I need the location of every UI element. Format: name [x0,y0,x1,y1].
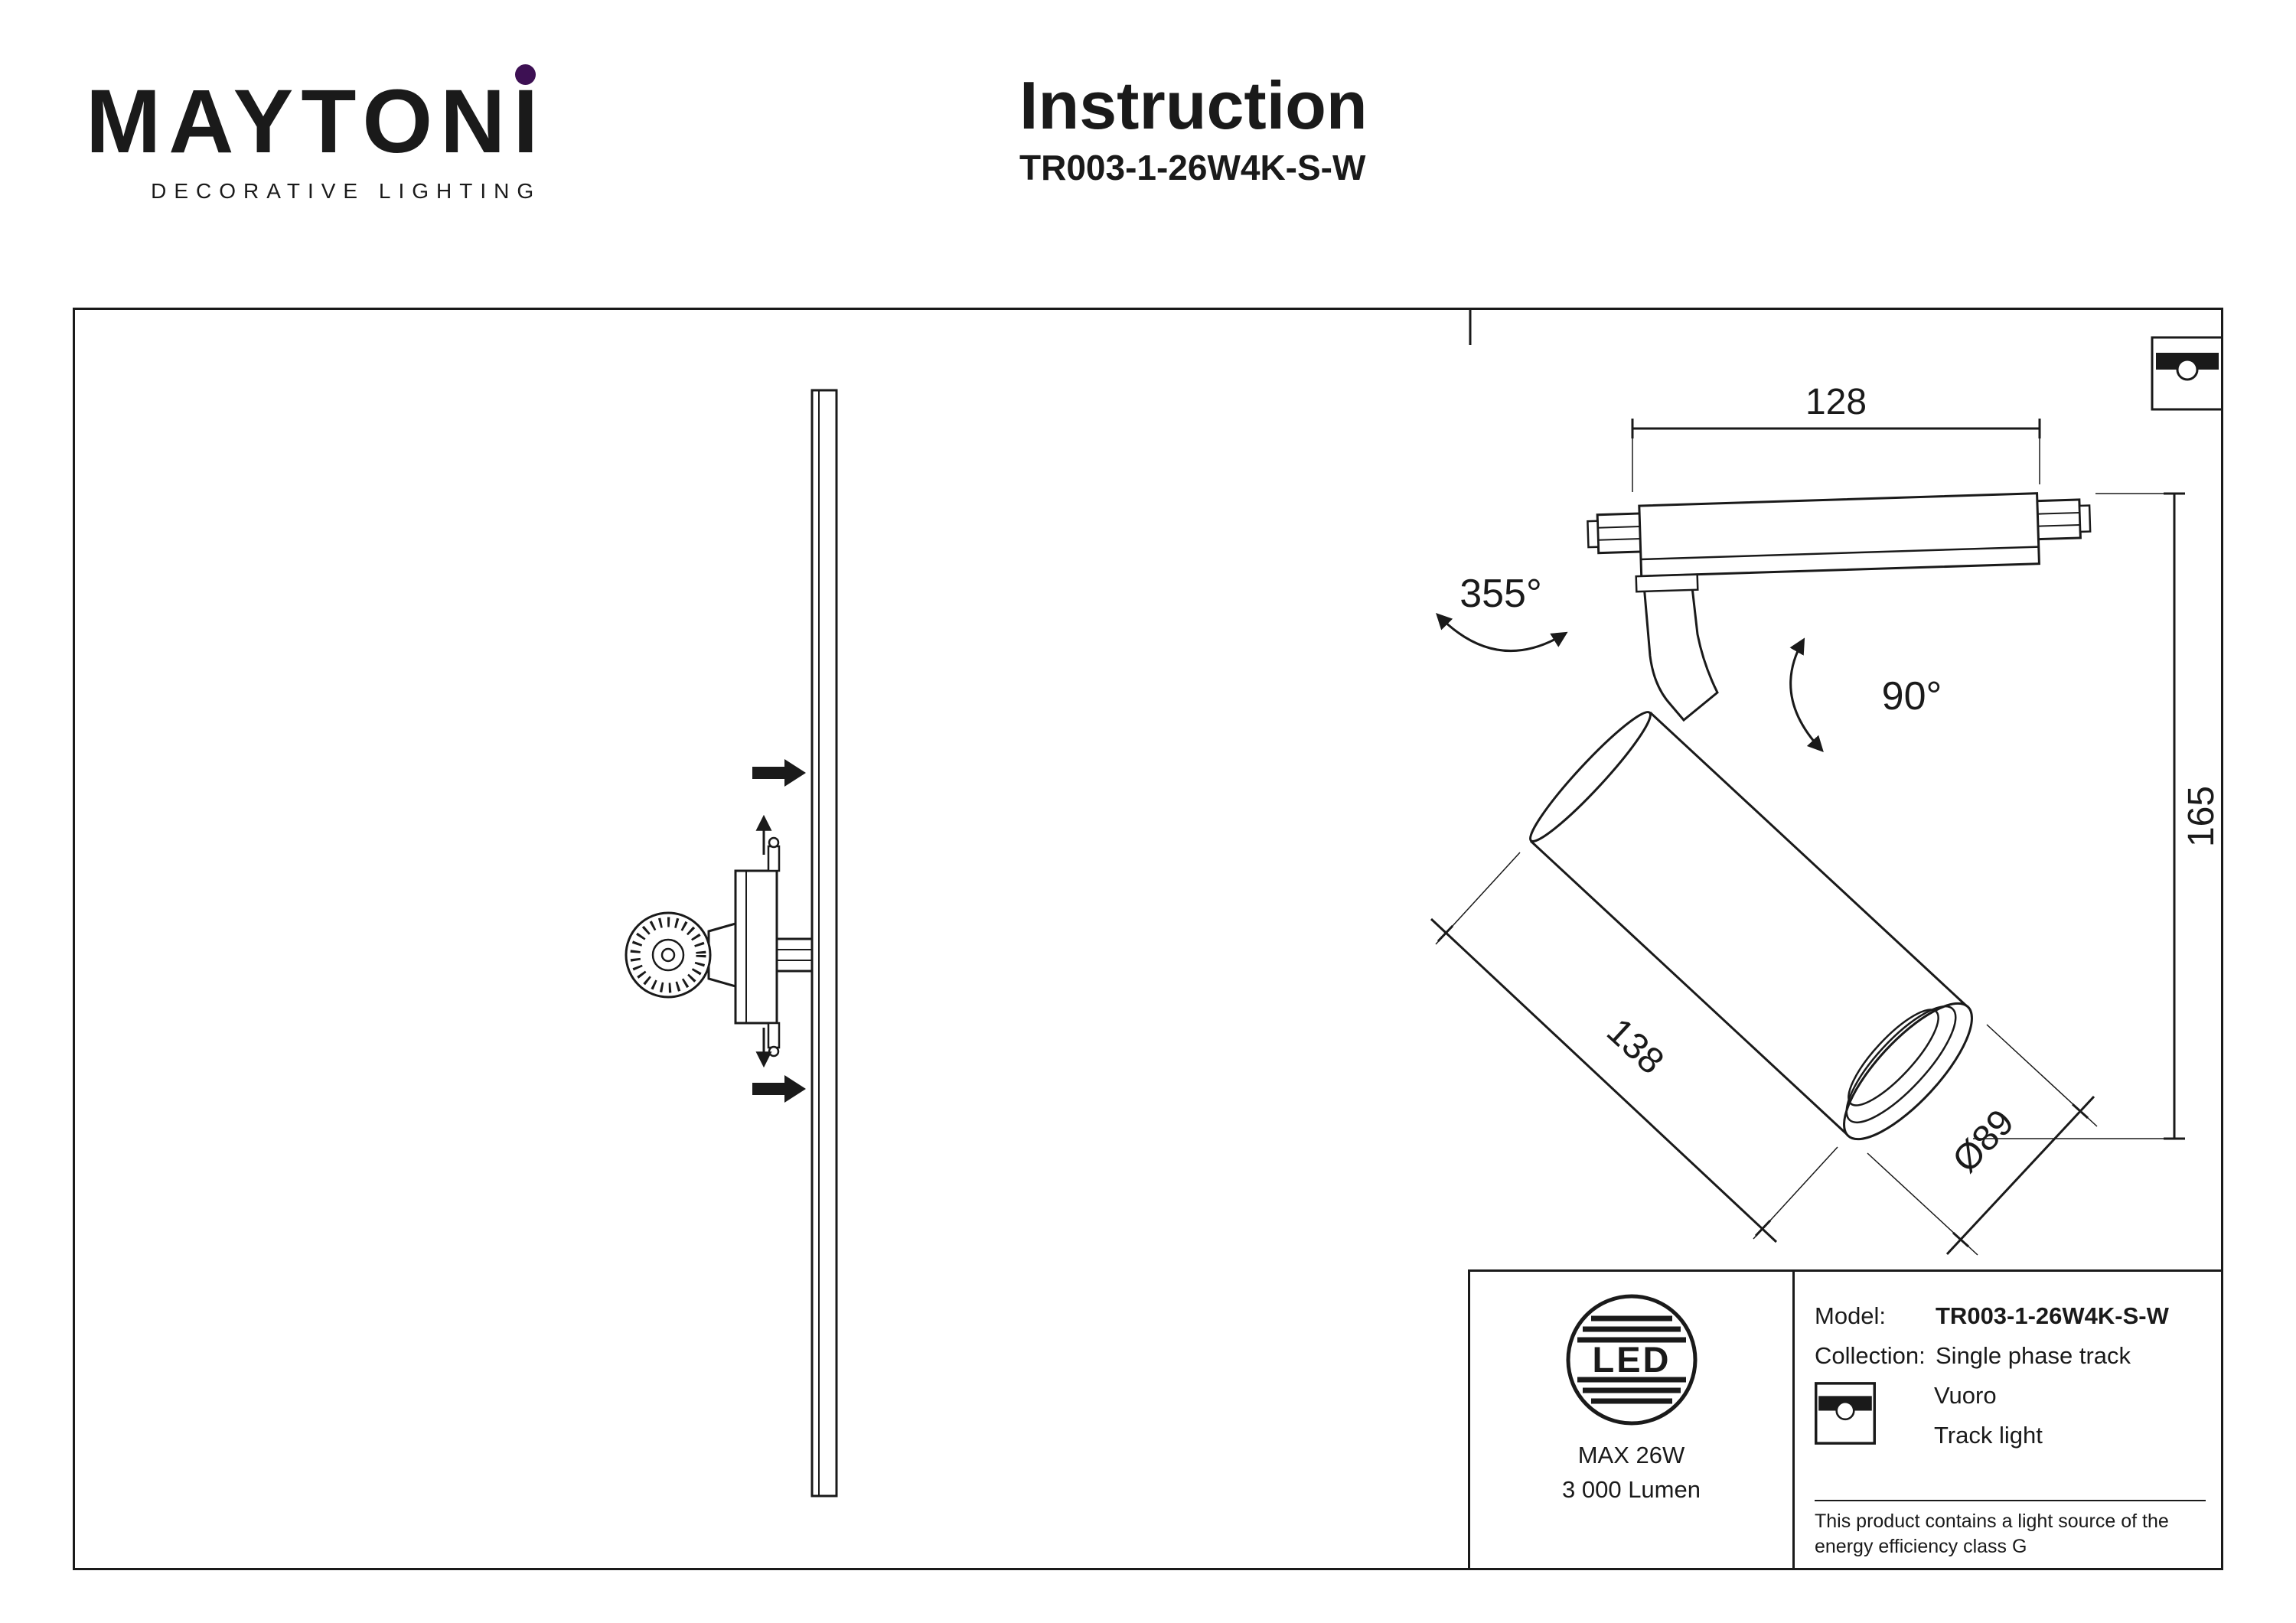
info-panel: LED MAX 26W 3 000 Lumen Model: TR003-1-2… [1468,1269,2221,1568]
spec-row-model: Model: TR003-1-26W4K-S-W [1815,1302,2204,1330]
dimension-labels: 128 355° 90° 165 138 Ø89 [1459,382,2221,1181]
model-value: TR003-1-26W4K-S-W [1936,1302,2169,1329]
dim-tilt-label: 90° [1882,674,1942,719]
series-name: Vuoro [1934,1382,1997,1409]
led-cell: LED MAX 26W 3 000 Lumen [1470,1272,1795,1568]
title-block: Instruction TR003-1-26W4K-S-W [1019,70,1368,188]
track-side-view [625,389,838,1498]
technical-drawing: 128 355° 90° 165 138 Ø89 [625,310,2221,1498]
spec-row-collection: Collection: Single phase track [1815,1342,2204,1370]
brand-block: MAYTONI DECORATIVE LIGHTING [86,64,546,204]
product-names: Vuoro Track light [1934,1382,2043,1449]
product-dimension-view [1430,419,2185,1256]
diagram-frame: 128 355° 90° 165 138 Ø89 [73,308,2223,1570]
lumen-value: 3 000 Lumen [1562,1476,1701,1503]
dim-height-label: 165 [2181,786,2221,847]
track-light-icon [1815,1382,1876,1445]
model-number: TR003-1-26W4K-S-W [1019,148,1366,188]
dim-length-label: 138 [1599,1011,1671,1082]
track-adapter [775,937,814,973]
brand-dot-icon [515,64,536,85]
collection-label: Collection: [1815,1342,1926,1369]
dim-165 [1973,492,2185,1140]
energy-note: This product contains a light source of … [1815,1500,2206,1559]
collection-value: Single phase track [1936,1342,2131,1369]
track-light-symbol-icon [2151,336,2221,411]
dim-width-label: 128 [1805,382,1867,422]
mount-arrow-icon [752,759,806,787]
max-power: MAX 26W [1577,1442,1685,1468]
product-icon-wrap [1815,1382,1877,1451]
dim-rotation-label: 355° [1459,572,1542,616]
dim-128 [1631,419,2041,492]
led-logo: LED [1566,1294,1697,1426]
dim-diameter-label: Ø89 [1945,1102,2022,1181]
mount-arrow-icon [751,1074,807,1104]
dim-138 [1430,852,1838,1243]
spec-row-product: Vuoro Track light [1815,1382,2204,1451]
page-title: Instruction [1019,67,1368,143]
brand-name: MAYTONI [86,71,546,172]
led-text: LED [1592,1339,1671,1380]
brand-logo: MAYTONI [86,64,546,167]
model-label: Model: [1815,1302,1887,1329]
spotlight-body-side [707,922,737,988]
tilt-arc-90 [1789,637,1824,753]
dim-diameter-89 [1867,1024,2098,1256]
spec-cell: Model: TR003-1-26W4K-S-W Collection: Sin… [1795,1272,2221,1568]
yoke [1641,565,1719,722]
driver-box [1587,492,2092,593]
brand-tagline: DECORATIVE LIGHTING [151,179,542,203]
product-type: Track light [1934,1422,2043,1449]
rotation-arc-355 [1436,612,1568,653]
